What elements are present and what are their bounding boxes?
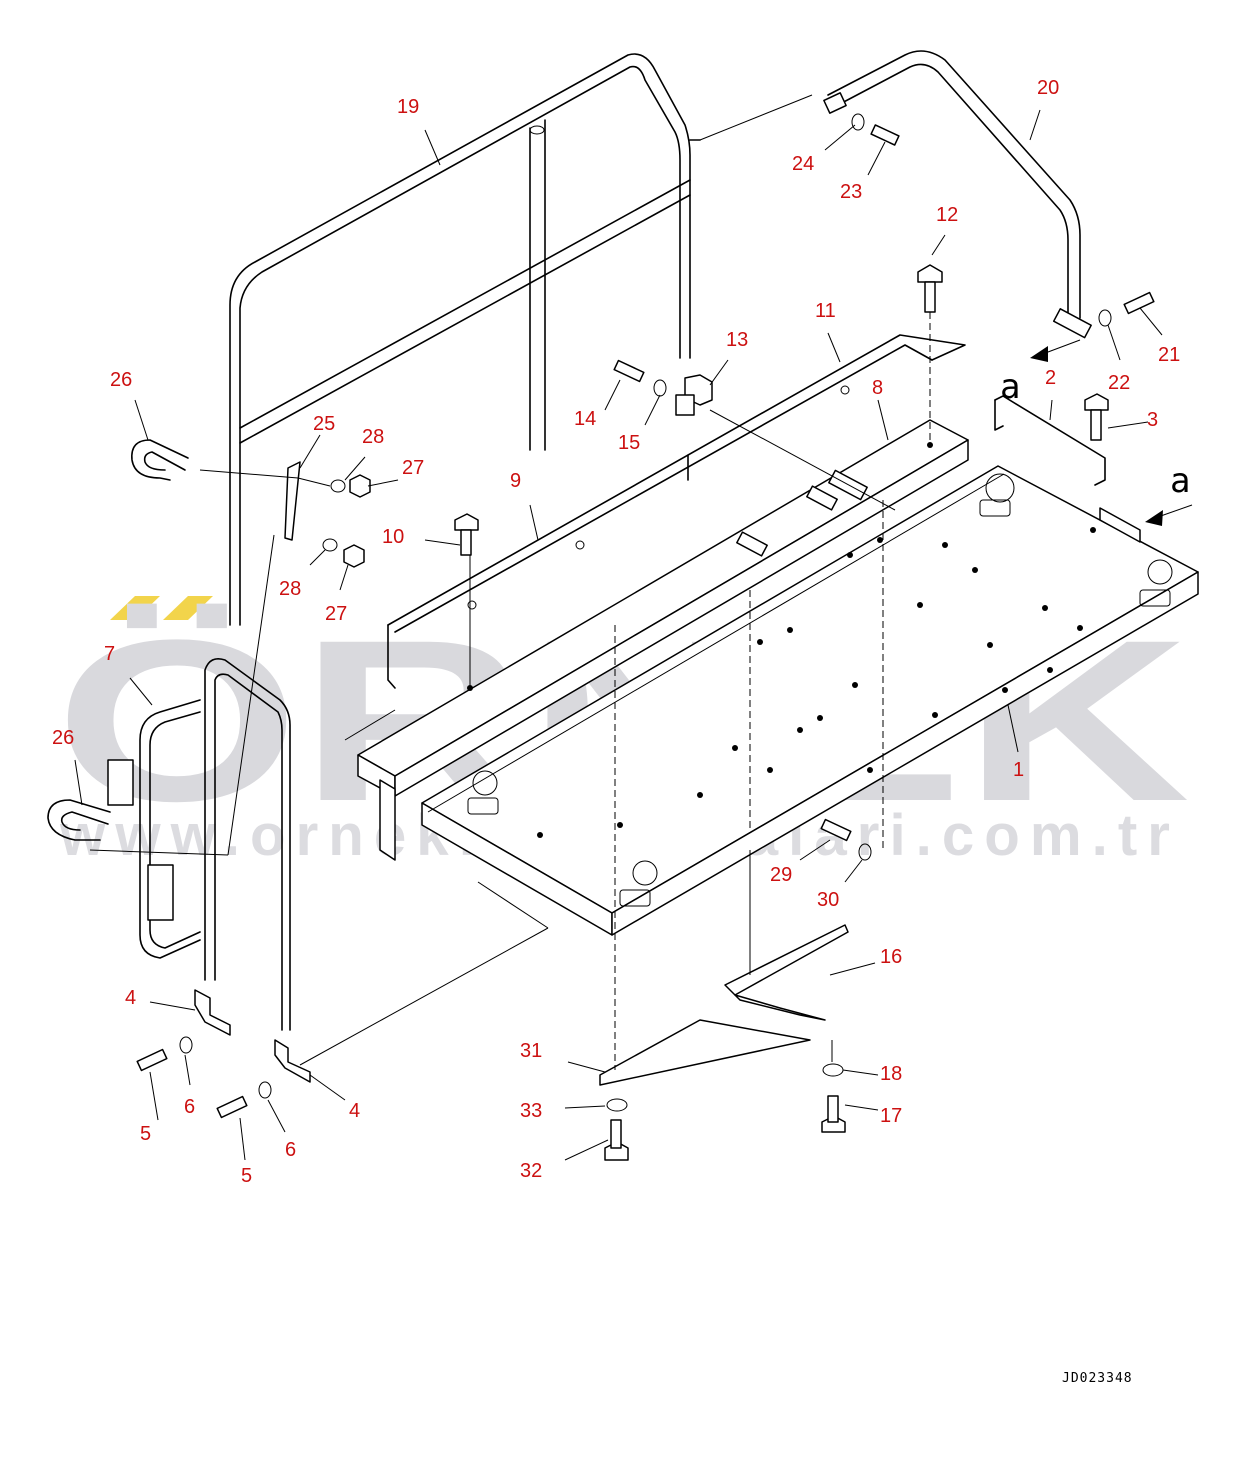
callout-23: 23 [840, 181, 862, 203]
long-bracket [387, 334, 966, 689]
callout-14: 14 [574, 408, 596, 430]
callout-1: 1 [1013, 759, 1024, 781]
handrail-small [107, 657, 291, 1031]
callout-labels: 19 20 24 23 12 11 13 8 14 15 2 3 21 22 2… [52, 77, 1180, 1187]
callout-27-top: 27 [402, 457, 424, 479]
callout-6-top: 6 [184, 1096, 195, 1118]
top-plate [994, 395, 1141, 543]
callout-19: 19 [397, 96, 419, 118]
callout-26-bottom: 26 [52, 727, 74, 749]
callout-26-top: 26 [110, 369, 132, 391]
guide-lines [89, 94, 1193, 1070]
callout-12: 12 [936, 204, 958, 226]
watermark-accent-left [110, 596, 160, 620]
lower-supports [599, 924, 849, 1086]
handrail-large [229, 53, 701, 626]
callout-32: 32 [520, 1160, 542, 1182]
callout-6-bottom: 6 [285, 1139, 296, 1161]
callout-7: 7 [104, 643, 115, 665]
callout-20: 20 [1037, 77, 1059, 99]
callout-15: 15 [618, 432, 640, 454]
callout-10: 10 [382, 526, 404, 548]
u-bolts [47, 439, 189, 841]
callout-28-top: 28 [362, 426, 384, 448]
callout-3: 3 [1147, 409, 1158, 431]
view-marker-a-right: a [1170, 461, 1190, 501]
cross-beam [357, 419, 969, 861]
callout-31: 31 [520, 1040, 542, 1062]
base-frame [421, 465, 1199, 936]
view-marker-a-top: a [1000, 367, 1020, 407]
callout-9: 9 [510, 470, 521, 492]
callout-21: 21 [1158, 344, 1180, 366]
callout-17: 17 [880, 1105, 902, 1127]
callout-24: 24 [792, 153, 814, 175]
callout-28-bottom: 28 [279, 578, 301, 600]
fasteners [136, 113, 1155, 1161]
callout-2: 2 [1045, 367, 1056, 389]
handrail-right [823, 50, 1092, 339]
callout-27-bottom: 27 [325, 603, 347, 625]
callout-33: 33 [520, 1100, 542, 1122]
small-brackets [194, 374, 713, 1083]
callout-30: 30 [817, 889, 839, 911]
callout-8: 8 [872, 377, 883, 399]
watermark-accent-right [163, 596, 213, 620]
leader-lines [74, 109, 1163, 1161]
callout-5-top: 5 [140, 1123, 151, 1145]
callout-29: 29 [770, 864, 792, 886]
callout-25: 25 [313, 413, 335, 435]
callout-4-bottom: 4 [349, 1100, 360, 1122]
callout-5-bottom: 5 [241, 1165, 252, 1187]
callout-13: 13 [726, 329, 748, 351]
callout-11: 11 [815, 300, 836, 322]
callout-4-top: 4 [125, 987, 136, 1009]
drawing-code: JD023348 [1062, 1371, 1133, 1386]
callout-18: 18 [880, 1063, 902, 1085]
callout-22: 22 [1108, 372, 1130, 394]
callout-16: 16 [880, 946, 902, 968]
